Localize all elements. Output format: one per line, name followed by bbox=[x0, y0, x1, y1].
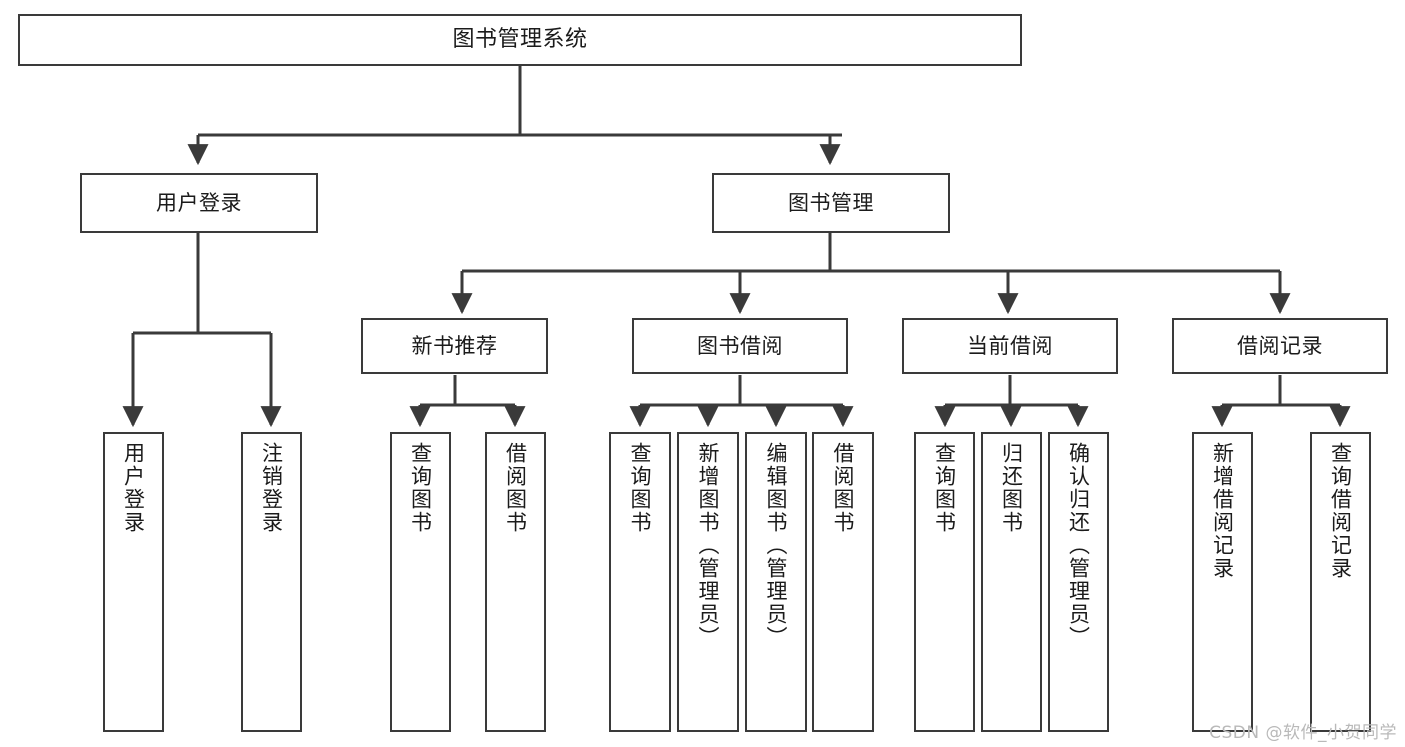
node-label: 查询图书 bbox=[628, 442, 653, 534]
node-label: 图书借阅 bbox=[697, 333, 783, 358]
node-label: 归还图书 bbox=[999, 442, 1024, 534]
node-label: 注销登录 bbox=[259, 442, 284, 534]
node-label: 查询借阅记录 bbox=[1328, 442, 1353, 580]
node-label: 查询图书 bbox=[932, 442, 957, 534]
node-label: 借阅图书 bbox=[831, 442, 856, 534]
node-borrow-record[interactable]: 借阅记录 bbox=[1172, 318, 1388, 374]
node-label: 新增借阅记录 bbox=[1210, 442, 1235, 580]
node-label: 借阅记录 bbox=[1237, 333, 1323, 358]
node-current-borrow[interactable]: 当前借阅 bbox=[902, 318, 1118, 374]
node-label: 新增图书（管理员） bbox=[696, 442, 721, 649]
leaf-book-borrow-add[interactable]: 新增图书（管理员） bbox=[677, 432, 739, 732]
node-label: 用户登录 bbox=[156, 190, 242, 215]
node-new-book-recommend[interactable]: 新书推荐 bbox=[361, 318, 548, 374]
leaf-current-borrow-return[interactable]: 归还图书 bbox=[981, 432, 1042, 732]
node-label: 用户登录 bbox=[121, 442, 146, 534]
node-book-borrow[interactable]: 图书借阅 bbox=[632, 318, 848, 374]
node-label: 当前借阅 bbox=[967, 333, 1053, 358]
node-label: 查询图书 bbox=[408, 442, 433, 534]
node-book-management[interactable]: 图书管理 bbox=[712, 173, 950, 233]
leaf-user-login-logout[interactable]: 注销登录 bbox=[241, 432, 302, 732]
leaf-new-book-query[interactable]: 查询图书 bbox=[390, 432, 451, 732]
node-user-login[interactable]: 用户登录 bbox=[80, 173, 318, 233]
leaf-new-book-borrow[interactable]: 借阅图书 bbox=[485, 432, 546, 732]
leaf-book-borrow-edit[interactable]: 编辑图书（管理员） bbox=[745, 432, 807, 732]
leaf-book-borrow-borrow[interactable]: 借阅图书 bbox=[812, 432, 874, 732]
node-label: 确认归还（管理员） bbox=[1066, 442, 1091, 649]
node-label: 图书管理 bbox=[788, 190, 874, 215]
node-root-system[interactable]: 图书管理系统 bbox=[18, 14, 1022, 66]
watermark-text: CSDN @软件_小贺同学 bbox=[1209, 723, 1397, 743]
node-label: 编辑图书（管理员） bbox=[764, 442, 789, 649]
leaf-user-login-login[interactable]: 用户登录 bbox=[103, 432, 164, 732]
node-label: 新书推荐 bbox=[411, 333, 498, 358]
leaf-borrow-record-query[interactable]: 查询借阅记录 bbox=[1310, 432, 1371, 732]
leaf-book-borrow-query[interactable]: 查询图书 bbox=[609, 432, 671, 732]
leaf-borrow-record-add[interactable]: 新增借阅记录 bbox=[1192, 432, 1253, 732]
leaf-current-borrow-confirm-return[interactable]: 确认归还（管理员） bbox=[1048, 432, 1109, 732]
node-label: 图书管理系统 bbox=[452, 26, 588, 52]
node-label: 借阅图书 bbox=[503, 442, 528, 534]
leaf-current-borrow-query[interactable]: 查询图书 bbox=[914, 432, 975, 732]
